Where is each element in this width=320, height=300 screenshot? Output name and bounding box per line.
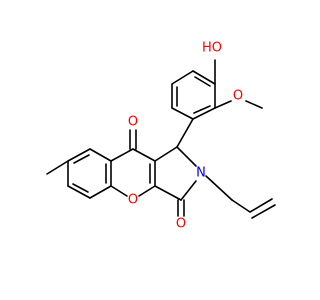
bond bbox=[192, 107, 216, 120]
bond-allyl-double bbox=[251, 204, 276, 219]
atom-labels: HO O O O O N bbox=[128, 41, 243, 232]
bond bbox=[171, 107, 194, 120]
bonds bbox=[46, 59, 276, 219]
bond-double-inner bbox=[194, 76, 211, 87]
bond-methyl bbox=[46, 160, 69, 175]
bond-methoxy bbox=[214, 100, 232, 109]
methoxy-oxygen-label: O bbox=[233, 89, 243, 104]
molecule-svg: HO O O O O N bbox=[46, 41, 276, 232]
bond bbox=[154, 185, 182, 201]
bond-double-inner bbox=[73, 154, 90, 164]
bond-double-inner bbox=[72, 183, 89, 193]
bond bbox=[132, 148, 156, 162]
upper-carbonyl-oxygen-label: O bbox=[128, 115, 138, 130]
bond bbox=[138, 185, 156, 197]
bond-allyl-double bbox=[249, 198, 273, 213]
bond bbox=[180, 180, 197, 201]
ring-nitrogen-label: N bbox=[196, 166, 206, 181]
bond bbox=[154, 146, 178, 162]
bond-methoxy bbox=[245, 100, 263, 109]
bond bbox=[110, 185, 128, 197]
bond bbox=[171, 70, 194, 85]
bond-double-inner bbox=[193, 105, 211, 114]
ring-oxygen-label: O bbox=[128, 193, 138, 208]
hydroxyl-oxygen-label: HO bbox=[202, 41, 222, 56]
bond bbox=[176, 118, 194, 148]
bond bbox=[67, 185, 91, 199]
bond bbox=[192, 70, 216, 85]
bond bbox=[110, 148, 134, 162]
bond bbox=[89, 148, 112, 162]
bond bbox=[89, 185, 112, 199]
bond-allyl bbox=[205, 175, 233, 201]
bond bbox=[67, 148, 91, 162]
molecule-diagram: HO O O O O N bbox=[46, 41, 276, 232]
bond-allyl bbox=[231, 199, 251, 213]
lower-carbonyl-oxygen-label: O bbox=[176, 217, 186, 232]
bond bbox=[176, 146, 197, 167]
